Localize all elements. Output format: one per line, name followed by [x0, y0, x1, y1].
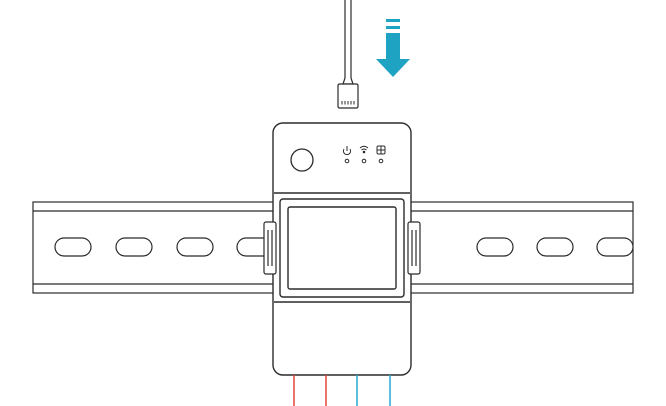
rj9-plug-icon[interactable] [337, 83, 359, 109]
sensor-port-icon [376, 145, 386, 155]
rail-slot [596, 237, 634, 257]
right-clip [407, 221, 421, 275]
power-led [344, 158, 350, 164]
arrow-down-icon [376, 19, 410, 77]
rail-clips [263, 221, 421, 275]
left-clip [263, 221, 277, 275]
rail-slot [115, 237, 153, 257]
rail-slot [536, 237, 574, 257]
wifi-led [361, 158, 367, 164]
device [272, 122, 412, 376]
rail-slot [54, 237, 92, 257]
sensor-cable [342, 0, 354, 85]
terminal-wires [293, 375, 391, 406]
wifi-icon [359, 145, 369, 154]
sensor-led [378, 158, 384, 164]
pairing-button-icon[interactable] [290, 148, 314, 172]
din-rail-slots [54, 237, 634, 257]
rail-slot [476, 237, 514, 257]
rail-slot [176, 237, 214, 257]
display-screen [287, 206, 397, 290]
power-icon [342, 146, 352, 156]
status-indicators [342, 145, 386, 164]
